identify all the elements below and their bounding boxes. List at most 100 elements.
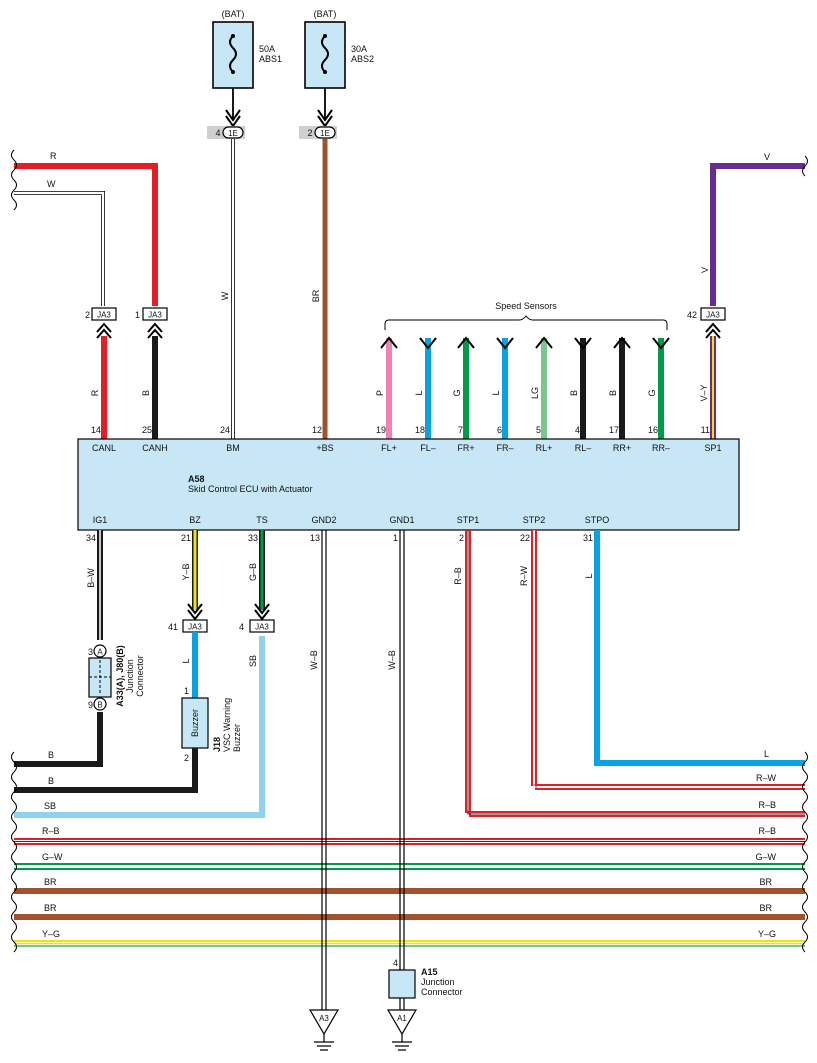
- ecu-pin-num: 6: [497, 425, 502, 435]
- ecu-pin-name: FL+: [381, 443, 397, 453]
- canh-arrow-icon: [147, 322, 163, 339]
- sensor-arrow-icon: [496, 337, 514, 350]
- bus-left-3: R–B: [42, 826, 60, 836]
- speed-sensor-wire: LG: [530, 336, 553, 439]
- wire-stp2-color: R–W: [519, 565, 529, 586]
- buzzer-inner-label: Buzzer: [190, 709, 200, 737]
- ground-a1-icon: [392, 1041, 412, 1051]
- speed-sensor-wire: G: [452, 336, 475, 439]
- buzzer-pin-bottom: 2: [184, 753, 189, 763]
- connector-ja3-canl-pin: 2: [85, 310, 90, 320]
- connector-1e-abs1-pin: 4: [215, 128, 220, 138]
- junction-a33-id: A33(A), J80(B): [115, 645, 125, 707]
- junction-a15: 4 A15 Junction Connector: [388, 958, 463, 999]
- ecu-pin-name: RL+: [536, 443, 553, 453]
- canl-arrow-icon: [96, 322, 112, 339]
- ecu-a58: A58 Skid Control ECU with Actuator: [77, 438, 740, 531]
- bus-right-7: Y–G: [758, 929, 776, 939]
- speed-sensor-wire: B: [608, 336, 631, 439]
- ecu-body: [77, 438, 740, 531]
- bus-left-6: BR: [44, 903, 57, 913]
- break-mark-left-icon: [11, 751, 17, 953]
- ecu-pin-num: 22: [520, 533, 530, 543]
- ecu-pin-name: CANL: [92, 443, 116, 453]
- ecu-pin-name: RR–: [652, 443, 670, 453]
- connector-ja3-canh-label: JA3: [148, 311, 162, 320]
- wire-gnd1-color: W–B: [387, 650, 397, 670]
- buzzer-pin-top: 1: [184, 686, 189, 696]
- connector-ja3-ts-pin: 4: [239, 622, 244, 632]
- fuse-abs2-name: ABS2: [351, 54, 374, 64]
- junction-a15-id: A15: [421, 967, 438, 977]
- connector-ja3-sp1-label: JA3: [706, 311, 720, 320]
- sensor-arrow-icon: [613, 336, 631, 349]
- speed-sensor-wire: B: [569, 337, 592, 439]
- ecu-pin-name: FL–: [420, 443, 436, 453]
- ecu-top-pins: 14CANL25CANH24BM12+BS19FL+18FL–7FR+6FR–5…: [91, 425, 722, 453]
- wire-stp1: R–B: [453, 530, 805, 817]
- speed-sensor-wire-color: LG: [530, 387, 540, 399]
- fuse-abs1-name: ABS1: [259, 54, 282, 64]
- break-mark-right-icon: [802, 751, 808, 953]
- speed-sensors-label: Speed Sensors: [495, 301, 557, 311]
- wire-canl: R: [90, 322, 112, 439]
- bz-arrow-icon: [187, 603, 203, 621]
- ecu-pin-name: STPO: [585, 515, 610, 525]
- connector-ja3-canl: 2 JA3: [85, 307, 117, 321]
- wire-sp1-offpage: V V: [700, 152, 805, 306]
- wire-stp2: R–W: [519, 530, 805, 790]
- wire-stpo: L: [584, 530, 805, 766]
- junction-a33-pin-top: 3: [88, 647, 93, 657]
- fuse-abs2: (BAT) 30A ABS2: [304, 9, 374, 89]
- ecu-pin-name: BZ: [189, 515, 201, 525]
- ecu-pin-num: 24: [220, 425, 230, 435]
- wire-canh-offpage: R: [14, 151, 158, 306]
- sensor-arrow-icon: [457, 336, 475, 349]
- connector-ja3-canh-pin: 1: [135, 310, 140, 320]
- wire-canh: B: [141, 322, 163, 439]
- junction-a33-pin-bottom: 9: [88, 700, 93, 710]
- wire-bm: W: [220, 139, 235, 439]
- connector-1e-abs1: 4 1E: [207, 126, 245, 139]
- bus-right-1: R–W: [756, 773, 777, 783]
- ecu-pin-name: FR–: [496, 443, 513, 453]
- ecu-pin-name: GND1: [389, 515, 414, 525]
- bus-lines: [14, 636, 805, 947]
- connector-ja3-sp1: 42 JA3: [687, 307, 726, 321]
- ecu-pin-num: 16: [648, 425, 658, 435]
- fuse-abs1-body: [212, 21, 254, 89]
- ecu-pin-num: 7: [458, 425, 463, 435]
- ecu-pin-name: SP1: [704, 443, 721, 453]
- ts-arrow-icon: [254, 603, 270, 621]
- ecu-pin-num: 33: [248, 533, 258, 543]
- fuse-abs2-rating: 30A: [351, 44, 367, 54]
- wire-stpo-color: L: [584, 573, 594, 578]
- fuse-abs1-source: (BAT): [222, 9, 245, 19]
- wire-bm-color: W: [220, 291, 230, 300]
- wire-ts-after-color: SB: [248, 655, 258, 667]
- ecu-pin-name: +BS: [316, 443, 333, 453]
- wire-sb: [14, 636, 265, 818]
- sensor-arrow-icon: [535, 336, 553, 349]
- connector-ja3-canh: 1 JA3: [135, 307, 168, 321]
- wire-ts: G–B 4 JA3 SB: [239, 530, 275, 667]
- junction-a15-label-1: Junction: [421, 977, 455, 987]
- connector-1e-abs2-pin: 2: [307, 128, 312, 138]
- junction-a33: 3 A B 9 A33(A), J80(B) Junction Connecto…: [88, 644, 145, 711]
- ecu-pin-num: 1: [393, 533, 398, 543]
- ecu-pin-name: TS: [256, 515, 268, 525]
- fuse-abs2-body: [304, 21, 346, 89]
- wire-ig1: B–W: [14, 530, 103, 767]
- connector-ja3-canl-label: JA3: [97, 311, 111, 320]
- ecu-pin-num: 14: [91, 425, 101, 435]
- bus-left-5: BR: [44, 877, 57, 887]
- ecu-pin-num: 12: [312, 425, 322, 435]
- bus-labels-right: L R–W R–B R–B G–W BR BR Y–G: [755, 749, 776, 939]
- wire-bz-after-color: L: [181, 658, 191, 663]
- ecu-pin-num: 25: [142, 425, 152, 435]
- wire-sp1-high-color: V: [700, 267, 710, 273]
- wire-sp1-offpage-color: V: [764, 152, 770, 162]
- ecu-pin-num: 11: [701, 425, 710, 435]
